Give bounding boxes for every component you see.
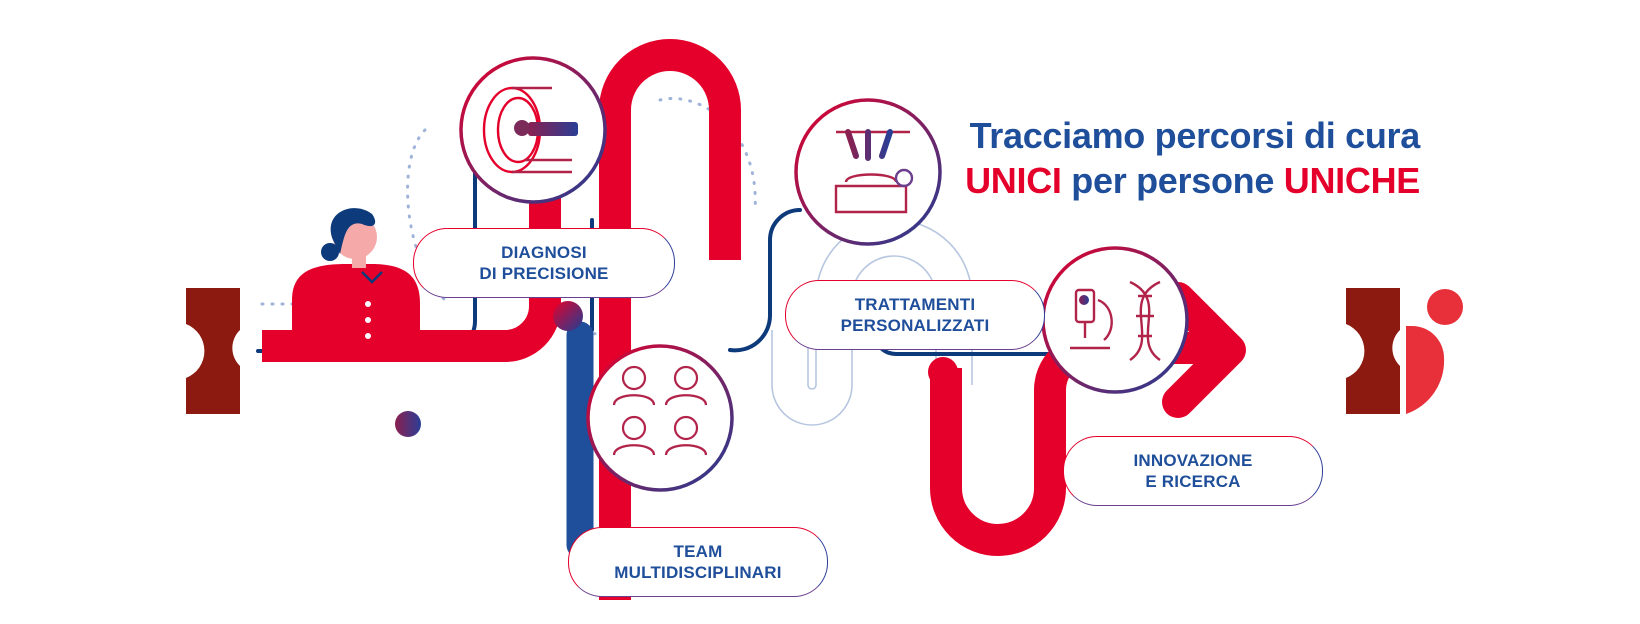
junction-dot (553, 301, 583, 331)
arrow-head-icon (1162, 282, 1246, 418)
headline: Tracciamo percorsi di cura UNICI per per… (900, 114, 1420, 203)
step-label-team: TEAM MULTIDISCIPLINARI (568, 527, 828, 597)
headline-line-1: Tracciamo percorsi di cura (969, 115, 1421, 156)
headline-accent-uniche: UNICHE (1283, 159, 1421, 201)
headline-accent-unici: UNICI (965, 159, 1062, 201)
decor-dot (395, 411, 421, 437)
brand-mark-left (186, 288, 240, 414)
woman-illustration (292, 208, 420, 346)
step-label-innovazione: INNOVAZIONE E RICERCA (1063, 436, 1323, 506)
mri-scanner-icon (459, 56, 607, 204)
step-label-trattamenti: TRATTAMENTI PERSONALIZZATI (785, 280, 1045, 350)
brand-mark-right (1346, 288, 1463, 414)
medical-team-icon (586, 344, 734, 492)
microscope-dna-icon (1041, 246, 1189, 394)
headline-middle: per persone (1071, 159, 1275, 201)
junction-dot (928, 357, 958, 387)
headline-line-2: UNICI per persone UNICHE (900, 159, 1420, 204)
robotic-surgery-icon (794, 98, 942, 246)
step-label-diagnosi: DIAGNOSI DI PRECISIONE (413, 228, 675, 298)
